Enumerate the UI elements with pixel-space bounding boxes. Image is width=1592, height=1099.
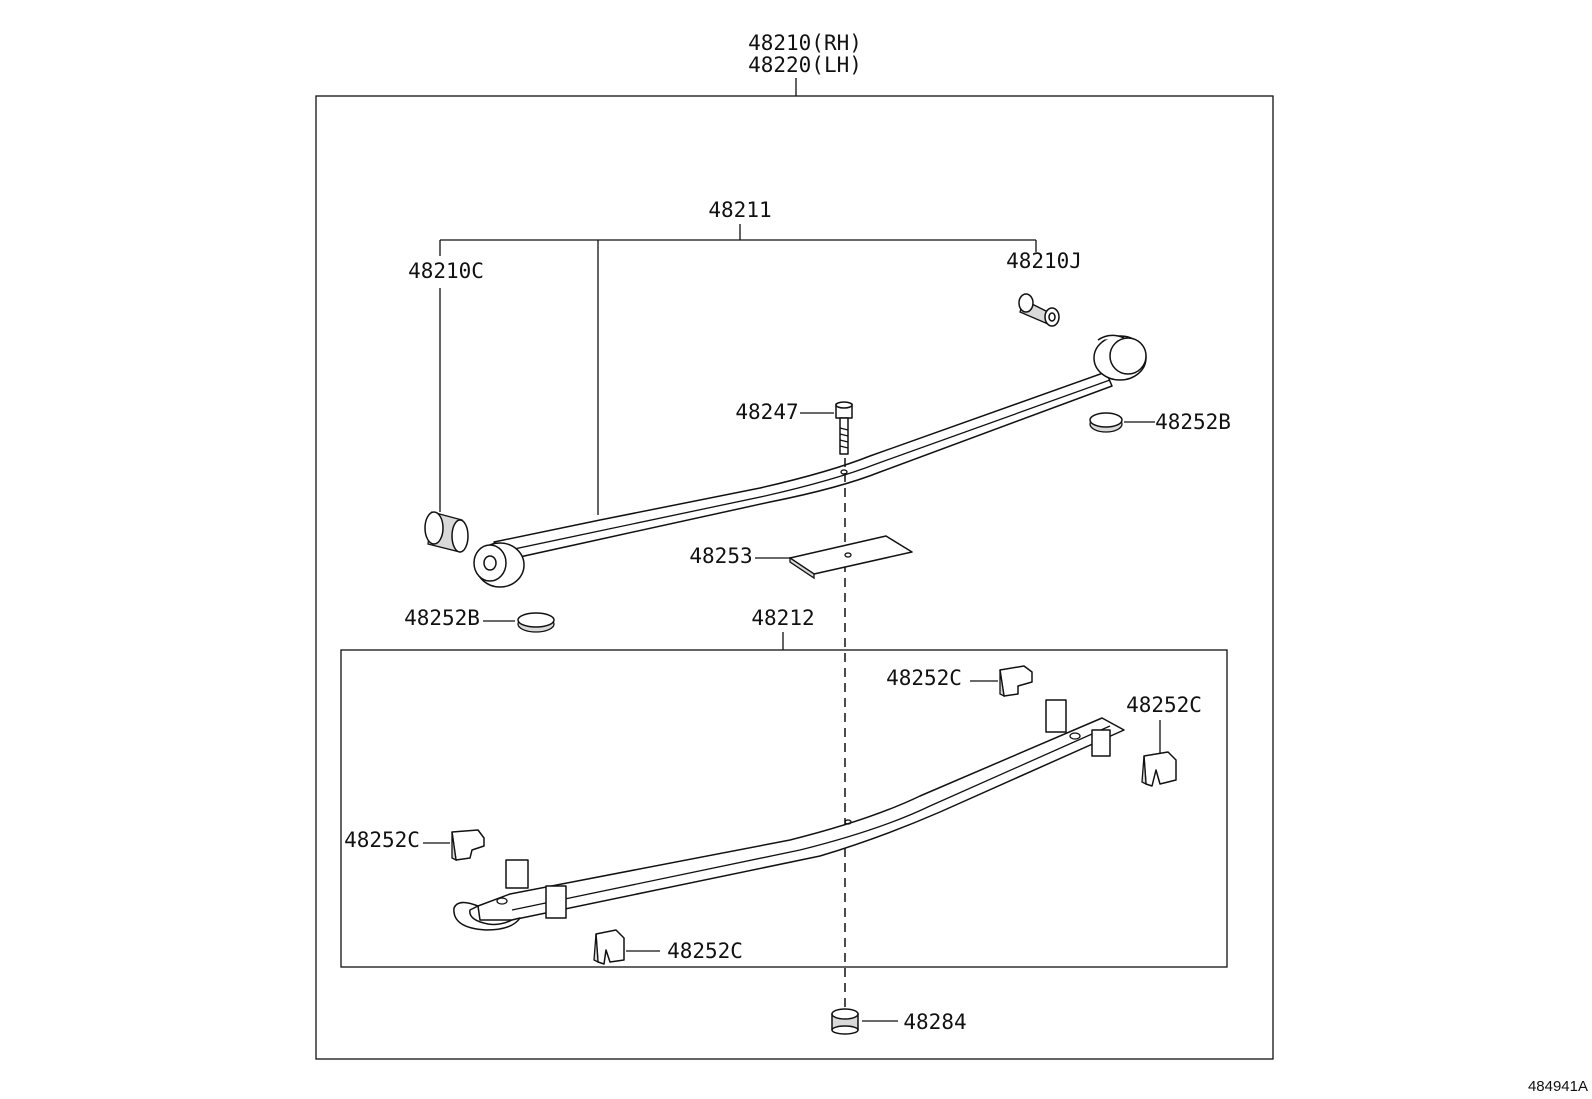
clip-left-icon[interactable] — [451, 829, 485, 862]
label-48252c-bottom[interactable]: 48252C — [667, 939, 743, 963]
spring-leaf-bracket — [439, 224, 1037, 515]
insert-sheet-icon[interactable] — [789, 535, 913, 580]
clip-top-icon[interactable] — [999, 665, 1033, 698]
label-48211[interactable]: 48211 — [708, 198, 771, 222]
lower-leaf-frame — [340, 649, 1228, 968]
label-48252b-right[interactable]: 48252B — [1155, 410, 1231, 434]
assembly-title-lh[interactable]: 48220(LH) — [748, 53, 862, 77]
label-48252c-left[interactable]: 48252C — [344, 828, 420, 852]
nut-icon[interactable] — [831, 1008, 859, 1035]
label-48284[interactable]: 48284 — [903, 1010, 966, 1034]
clip-bottom-icon[interactable] — [593, 929, 625, 965]
label-48247[interactable]: 48247 — [735, 400, 798, 424]
assembly-title-rh[interactable]: 48210(RH) — [748, 31, 862, 55]
center-bolt-icon[interactable] — [835, 401, 853, 455]
silencer-left-icon[interactable] — [517, 612, 555, 633]
lower-leaf-spring[interactable] — [453, 699, 1125, 931]
assembly-frame — [315, 95, 1274, 1060]
label-48252b-left[interactable]: 48252B — [404, 606, 480, 630]
label-48252c-top[interactable]: 48252C — [886, 666, 962, 690]
bushing-front-icon[interactable] — [424, 511, 469, 553]
bushing-rear-icon[interactable] — [1018, 293, 1060, 327]
label-48253[interactable]: 48253 — [689, 544, 752, 568]
clip-right-icon[interactable] — [1141, 751, 1177, 787]
silencer-right-icon[interactable] — [1089, 412, 1123, 433]
label-48210j[interactable]: 48210J — [1006, 249, 1082, 273]
figure-reference: 484941A — [1528, 1078, 1588, 1095]
label-48252c-right[interactable]: 48252C — [1126, 693, 1202, 717]
leaf-spring-main[interactable] — [473, 334, 1147, 588]
label-48212[interactable]: 48212 — [751, 606, 814, 630]
label-48210c[interactable]: 48210C — [408, 259, 484, 283]
